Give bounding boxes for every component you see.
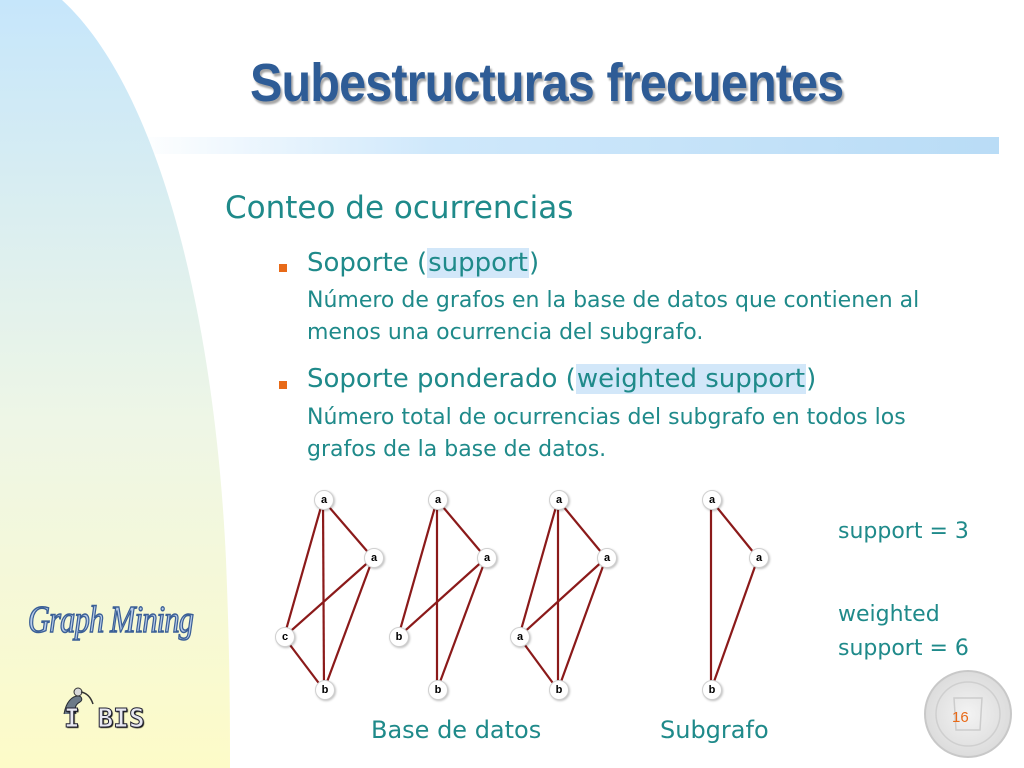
g3-edge [517, 499, 560, 638]
bullet-prefix: Soporte ( [307, 248, 428, 278]
g1-edge [283, 636, 325, 691]
bullet-support-label: Soporte (support) [307, 248, 539, 278]
term-weighted-support: weighted support [575, 364, 807, 394]
g2-node-top: a [428, 490, 448, 510]
g1-node-left: c [275, 627, 295, 647]
bullet-suffix: ) [806, 364, 817, 394]
bullet-weighted-support-label: Soporte ponderado (weighted support) [307, 364, 816, 394]
g2-edge [436, 499, 487, 559]
g1-edge [322, 557, 375, 691]
caption-database: Base de datos [371, 716, 542, 744]
ibis-suffix: BIS [97, 704, 145, 735]
g3-node-top: a [549, 490, 569, 510]
sub-node-top: a [702, 490, 722, 510]
g2-edge [397, 557, 487, 638]
weighted-description-line2: grafos de la base de datos. [307, 437, 607, 462]
bullet-marker-icon [279, 381, 287, 389]
section-heading: Conteo de ocurrencias [225, 190, 574, 226]
g2-edge [396, 499, 439, 638]
g3-edge [518, 636, 559, 691]
g2-node-left: b [389, 627, 409, 647]
weighted-description-line1: Número total de ocurrencias del subgrafo… [307, 405, 906, 430]
bullet-prefix: Soporte ponderado ( [307, 364, 576, 394]
sub-edge [710, 499, 759, 559]
g1-node-bottom: b [315, 680, 335, 700]
ibis-prefix: I [64, 704, 81, 735]
g3-edge [518, 557, 607, 638]
weighted-value-note-line2: support = 6 [838, 636, 969, 661]
g1-node-right: a [364, 548, 384, 568]
ibis-bird-icon [63, 687, 94, 715]
sub-node-right: a [749, 548, 769, 568]
sub-edge [709, 557, 760, 691]
caption-subgraph: Subgrafo [660, 716, 769, 744]
term-support: support [427, 248, 529, 278]
g2-node-bottom: b [428, 680, 448, 700]
weighted-value-note-line1: weighted [838, 602, 940, 627]
title-underline-bar [133, 137, 999, 154]
support-description-line1: Número de grafos en la base de datos que… [307, 288, 920, 313]
page-number: 16 [952, 709, 969, 726]
support-value-note: support = 3 [838, 519, 969, 544]
g2-edge [435, 557, 488, 691]
slide-title: Subestructuras frecuentes [250, 53, 844, 113]
g3-node-bottom: b [549, 680, 569, 700]
g2-node-right: a [477, 548, 497, 568]
g1-edge [283, 557, 374, 638]
bullet-marker-icon [279, 264, 287, 272]
g1-edge [322, 499, 374, 559]
g3-node-right: a [597, 548, 617, 568]
bullet-suffix: ) [528, 248, 540, 278]
ibis-logo: I BIS [64, 704, 146, 735]
g1-edge [282, 499, 325, 638]
sub-node-bottom: b [702, 680, 722, 700]
g3-edge [557, 499, 607, 559]
support-description-line2: menos una ocurrencia del subgrafo. [307, 320, 704, 345]
university-seal-icon [924, 670, 1012, 758]
g1-node-top: a [314, 490, 334, 510]
g1-edge [321, 499, 326, 691]
graph-mining-logo: Graph Mining [27, 598, 194, 642]
g3-edge [556, 557, 608, 691]
g3-node-left: a [510, 627, 530, 647]
